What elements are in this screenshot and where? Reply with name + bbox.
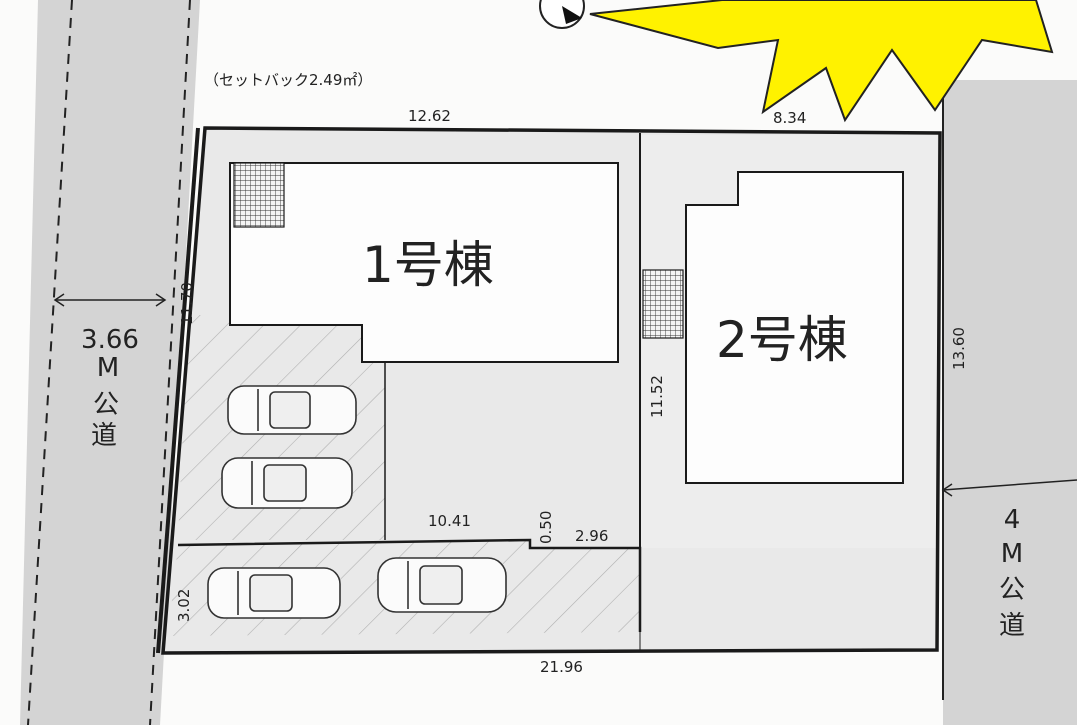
west-road-char2: 道 [91,421,117,451]
building-1 [229,162,619,363]
dim-top-lot2: 8.34 [773,109,806,127]
east-road [941,80,1077,725]
parked-cars [207,385,507,619]
dim-inner-2-96: 2.96 [575,527,608,545]
building-2-label: 2号棟 [716,311,848,369]
building-2 [642,171,904,484]
dim-west-lot1: 11.70 [178,282,196,325]
building-1-label: 1号棟 [362,236,494,294]
starburst-badge [589,0,1054,123]
car-1 [227,385,357,435]
west-road-unit: M [97,353,119,383]
west-road [20,0,200,725]
dim-east-lot2: 13.60 [950,327,968,370]
west-road-width: 3.66 [81,325,139,355]
east-road-char2: 道 [999,611,1025,641]
east-road-width-line [942,479,1077,491]
car-2 [221,457,353,509]
west-road-char1: 公 [93,390,119,420]
building-2-deck [642,269,684,339]
lot-boundaries [156,126,942,655]
car-3 [207,567,341,619]
dim-inner-10-41: 10.41 [428,512,471,530]
north-compass-icon [539,0,585,29]
east-road-char1: 公 [999,575,1025,605]
east-road-width: 4 [1004,505,1021,535]
building-1-deck [233,162,285,228]
car-4 [377,557,507,613]
dim-top-lot1: 12.62 [408,107,451,125]
dim-bottom: 21.96 [540,658,583,676]
dim-lot2-inner: 11.52 [648,375,666,418]
setback-note: （セットバック2.49㎡） [204,71,372,89]
dim-inner-0-50: 0.50 [537,511,555,544]
east-road-unit: M [1001,539,1023,569]
dim-parking-height: 3.02 [175,589,193,622]
